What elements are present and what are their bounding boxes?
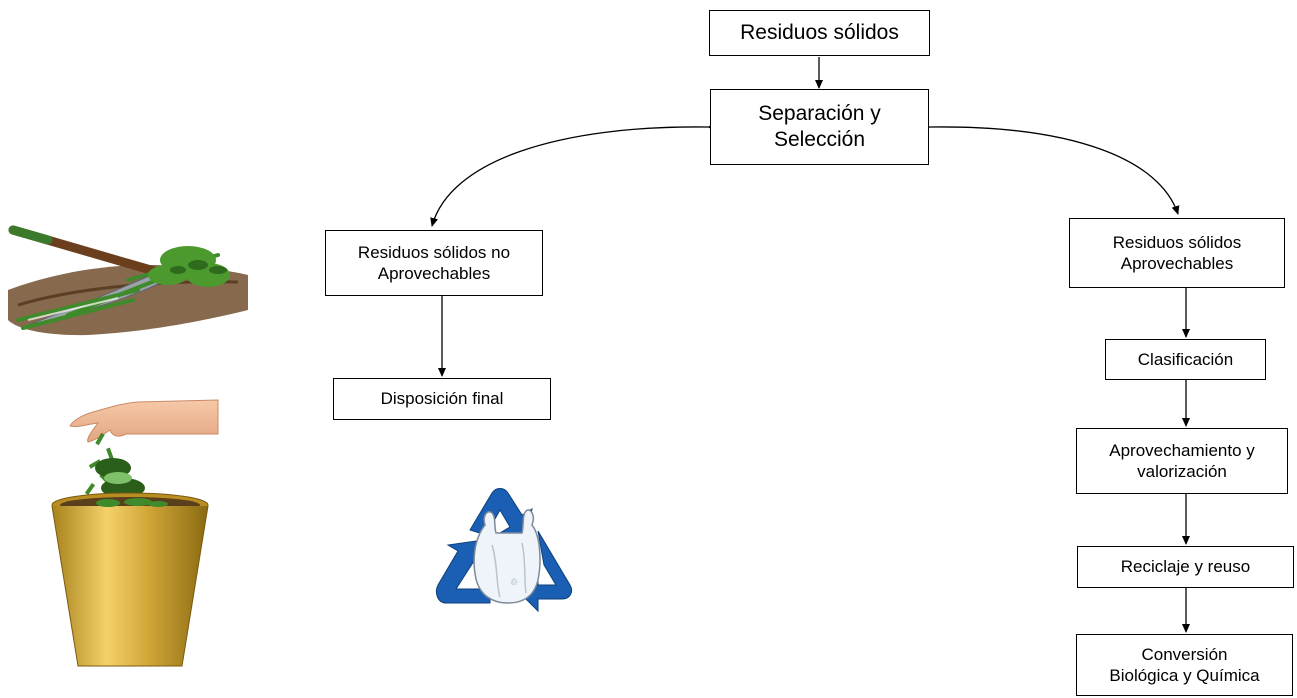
node-conversion: Conversión Biológica y Química bbox=[1076, 634, 1293, 696]
svg-text:♲: ♲ bbox=[510, 577, 518, 587]
cut-grass-illustration bbox=[8, 225, 248, 336]
node-residuos-solidos: Residuos sólidos bbox=[709, 10, 930, 56]
node-disposicion-final: Disposición final bbox=[333, 378, 551, 420]
node-separacion-seleccion: Separación y Selección bbox=[710, 89, 929, 165]
node-reciclaje-reuso: Reciclaje y reuso bbox=[1077, 546, 1294, 588]
node-no-aprovechables: Residuos sólidos no Aprovechables bbox=[325, 230, 543, 296]
edge-separacion-aprovechables bbox=[921, 123, 1180, 215]
node-aprovechables: Residuos sólidos Aprovechables bbox=[1069, 218, 1285, 288]
compost-pot-illustration bbox=[51, 399, 219, 667]
recycle-bag-illustration: ♲ bbox=[435, 488, 573, 613]
edge-separacion-no-aprovechables bbox=[430, 123, 717, 227]
node-aprovechamiento: Aprovechamiento y valorización bbox=[1076, 428, 1288, 494]
node-clasificacion: Clasificación bbox=[1105, 339, 1266, 380]
